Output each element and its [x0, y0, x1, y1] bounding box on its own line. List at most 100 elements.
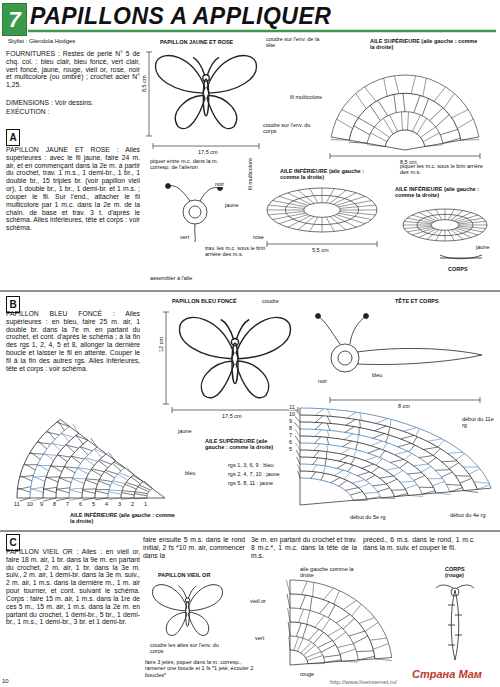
chart-stroke — [293, 408, 490, 489]
diagram-caption: PAPILLON VIEIL OR — [158, 572, 210, 578]
diagram-label: rgs 1, 3, 6, 9 : bleu — [228, 462, 274, 468]
butterfly-outline — [156, 56, 257, 129]
chart-stroke — [300, 436, 436, 493]
diagram-label: rgs 5, 8, 11 : jaune — [228, 480, 273, 486]
chart-stroke — [300, 422, 464, 491]
diagram-label: coudre sur l'env. du corps — [263, 122, 321, 135]
diagram-label: aile gauche comme la droite — [300, 566, 362, 579]
body-text: PAPILLON VIEIL OR : Ailes : en vieil or,… — [6, 548, 140, 626]
diagram-label: piquer les m.c. sous le brin arrière des… — [400, 163, 492, 176]
diagram-label: vieil or — [250, 598, 266, 604]
diagram-label: rouge — [300, 671, 314, 677]
section-letter-box: A — [6, 129, 20, 146]
chart-stroke — [403, 209, 487, 241]
section-rule — [0, 290, 500, 291]
diagram-label: rgs 2, 4, 7, 10 : jaune — [228, 471, 280, 477]
chart-stroke — [95, 462, 125, 500]
box-text: B — [9, 299, 16, 310]
box-text: A — [9, 132, 16, 143]
dimension: 12 cm — [158, 337, 164, 352]
row-number: 1 — [144, 501, 147, 507]
chart-stroke — [296, 443, 423, 496]
diagram-caption: TÊTE ET CORPS — [395, 298, 439, 304]
body-text: 3e m. en partant du crochet et trav. 8 m… — [251, 536, 357, 559]
diagram-label: coudre — [262, 298, 279, 304]
chart-stroke — [56, 440, 88, 498]
row-number: 3 — [118, 501, 121, 507]
chart-stroke — [294, 422, 462, 492]
diagram-label: début du 4e rg — [450, 512, 485, 518]
chart-stroke — [134, 482, 143, 498]
chart-stroke — [294, 415, 479, 492]
diagram-label: bleu — [372, 372, 382, 378]
row-number: 6 — [79, 501, 82, 507]
chart-stroke — [367, 112, 443, 147]
chart-stroke — [331, 75, 479, 137]
chart-stroke — [367, 112, 443, 144]
diagram-label: début du 5e rg — [350, 514, 385, 520]
chart-stroke — [403, 209, 487, 241]
diagram-label: fil multicolore — [290, 94, 326, 100]
diagram-label: vert — [180, 234, 189, 240]
body-text: DIMENSIONS : Voir dessins. — [6, 99, 140, 107]
diagram-caption: PAPILLON JAUNE ET ROSE — [160, 39, 233, 45]
chart-stroke — [288, 622, 341, 663]
chart-stroke — [304, 203, 341, 218]
watermark-url: http://www.liveinternet.ru/ — [330, 679, 397, 686]
chart-stroke — [385, 130, 424, 147]
chart-stroke — [300, 450, 408, 495]
chart-stroke — [290, 580, 392, 658]
chart-stroke — [300, 429, 450, 492]
row-number: 8 — [53, 501, 56, 507]
chart-stroke — [69, 449, 106, 501]
chart-stroke — [331, 76, 480, 140]
diagram-label: Stylist : Glendola Hodges — [8, 38, 75, 45]
chart-stroke — [267, 188, 377, 232]
body-text: PAPILLON BLEU FONCÉ : Ailes supérieures … — [6, 310, 140, 373]
chart-stroke — [17, 420, 60, 499]
row-number: 8 — [289, 425, 292, 431]
chart-stroke — [290, 636, 325, 663]
chart-stroke — [297, 457, 396, 498]
diagram-label: coudre sur l'env. de la tête — [266, 36, 326, 49]
diagram-label: début du 11e rg — [462, 416, 496, 429]
row-number: 2 — [131, 501, 134, 507]
row-number: 5 — [289, 446, 292, 452]
diagram-label: jaune — [225, 202, 238, 208]
diagram-caption: AILE SUPÉRIEURE (aile gauche : comme la … — [205, 438, 285, 451]
chart-stroke — [431, 220, 459, 231]
row-number: 4 — [105, 501, 108, 507]
row-number: 9 — [289, 418, 292, 424]
title-rule — [28, 30, 496, 33]
chart-stroke — [331, 137, 479, 150]
diagram-label: rose — [253, 234, 264, 240]
row-number: 10 — [289, 411, 295, 417]
diagram-label: vert — [255, 635, 264, 641]
row-number: 9 — [40, 501, 43, 507]
row-number: 7 — [289, 432, 292, 438]
row-number: 11 — [14, 501, 20, 507]
chart-stroke — [134, 481, 152, 499]
diagram-label: noir — [318, 378, 327, 384]
diagram-caption: CORPS — [448, 266, 468, 272]
diagram-label: bleu — [185, 470, 195, 476]
chart-stroke — [95, 461, 116, 498]
chart-stroke — [290, 594, 375, 659]
row-number: 6 — [289, 439, 292, 445]
chart-stroke — [30, 426, 70, 498]
chart-stroke — [349, 93, 461, 140]
head-body-chart — [166, 184, 483, 661]
chart-stroke — [300, 415, 477, 489]
page-title: PAPILLONS A APPLIQUER — [30, 3, 331, 29]
chart-stroke — [290, 622, 341, 661]
chart-stroke — [17, 421, 69, 502]
body-text: FOURNITURES : Restes de perlé N° 5 de ch… — [6, 50, 140, 89]
dimension: 8 cm — [398, 403, 410, 409]
row-number: 5 — [92, 501, 95, 507]
row-number: 7 — [66, 501, 69, 507]
diagram-caption: CORPS (rouge) — [445, 566, 479, 579]
diagram-label: trav. les m.c. sous le brin arrière des … — [205, 245, 277, 258]
dimension: 5,5 cm — [312, 247, 329, 253]
diagram-caption: AILE INFÉRIEURE (aile gauche : comme la … — [395, 186, 490, 199]
diagram-label: assembler à l'aile — [150, 275, 192, 281]
